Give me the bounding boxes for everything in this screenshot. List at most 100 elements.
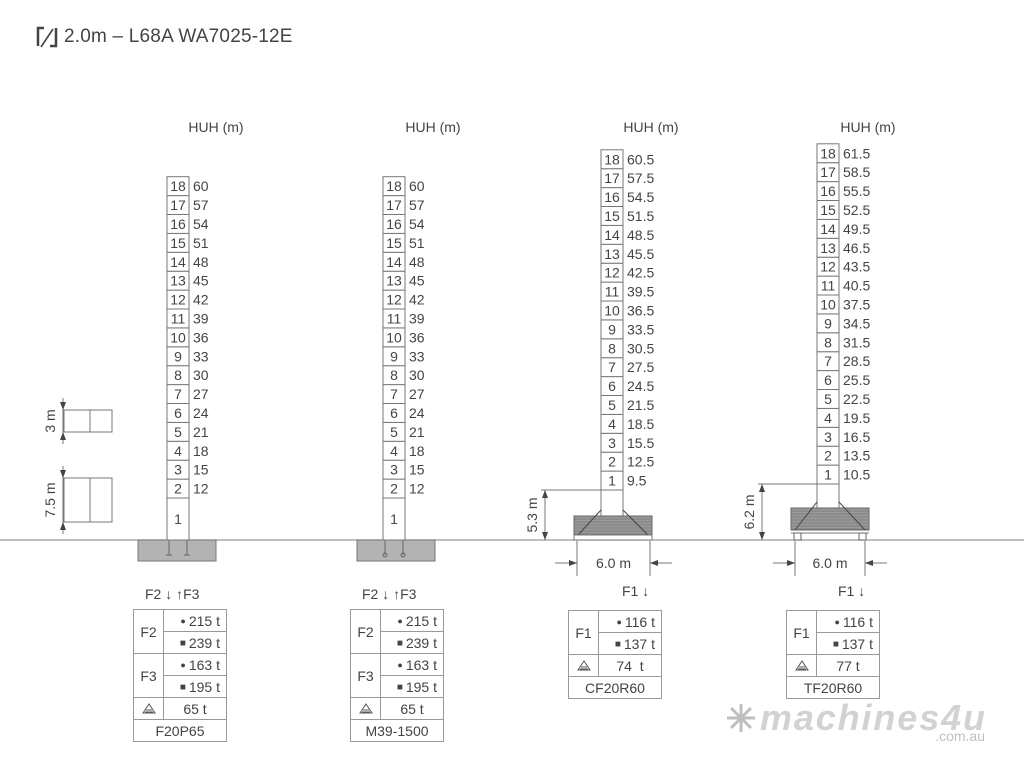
- hook-height: 48.5: [627, 227, 654, 243]
- hook-height: 10.5: [843, 467, 870, 483]
- section-number: 16: [170, 216, 186, 232]
- square-marker-icon: ■: [396, 681, 403, 693]
- section-number: 3: [608, 435, 616, 451]
- section-number: 14: [604, 227, 620, 243]
- weight-value-text: 65 t: [400, 700, 424, 717]
- section-box: [816, 143, 840, 164]
- hook-height: 24: [409, 405, 425, 421]
- force-label: F2: [362, 586, 379, 602]
- hook-height: 18: [193, 443, 209, 459]
- diagonal-strut: [794, 501, 818, 531]
- mast-section: 14 48.5: [600, 224, 654, 245]
- section-number: 13: [820, 240, 836, 256]
- foundation-name: TF20R60: [786, 676, 880, 699]
- foundation-name-text: M39-1500: [365, 722, 429, 739]
- hook-height: 54: [193, 216, 209, 232]
- table-row: ■239 t: [134, 631, 227, 654]
- hook-height: 12: [193, 481, 209, 497]
- section-number: 8: [390, 367, 398, 383]
- arrow-up-icon: ↑: [176, 586, 184, 602]
- section-number: 11: [821, 278, 836, 294]
- section-number: 12: [170, 292, 186, 308]
- section-number: 12: [604, 265, 620, 281]
- section-number: 8: [174, 367, 182, 383]
- machines4u-watermark: machines4u.com.au: [727, 697, 985, 744]
- weight-value: 77 t: [816, 654, 880, 677]
- dimension-label: 3 m: [42, 409, 58, 432]
- force-value: ●116 t: [816, 610, 880, 633]
- section-number: 15: [386, 235, 402, 251]
- boom-angle-icon: [36, 26, 58, 48]
- hook-height: 9.5: [627, 473, 647, 489]
- section-number: 13: [386, 273, 402, 289]
- huh-label: HUH (m): [623, 119, 678, 135]
- hook-height: 12.5: [627, 454, 654, 470]
- section-number: 14: [386, 254, 402, 270]
- hook-height: 31.5: [843, 334, 870, 350]
- table-row: M39-1500: [350, 719, 444, 742]
- force-value: ■137 t: [816, 632, 880, 655]
- force-value-text: 239 t: [405, 634, 437, 651]
- force-value: ●116 t: [598, 610, 662, 633]
- section-number: 13: [604, 246, 620, 262]
- arrow-icon: [787, 560, 795, 566]
- section-number: 15: [170, 235, 186, 251]
- section-number: 9: [390, 348, 398, 364]
- hook-height: 27: [193, 386, 209, 402]
- wheel-bogie: [858, 532, 867, 541]
- hook-height: 45: [409, 273, 425, 289]
- section-number: 16: [386, 216, 402, 232]
- force-value-text: 163 t: [405, 656, 437, 673]
- table-row: F1●116 t: [568, 610, 662, 655]
- table-row: CF20R60: [568, 676, 662, 699]
- foundation-block: [137, 539, 217, 562]
- section-number: 13: [170, 273, 186, 289]
- section-number: 9: [174, 348, 182, 364]
- force-name-text: F2: [357, 623, 374, 640]
- weight-icon-cell: [568, 654, 599, 677]
- hook-height: 60.5: [627, 151, 654, 167]
- hook-height: 58.5: [843, 164, 870, 180]
- mast-section: 17 58.5: [816, 162, 870, 183]
- circle-marker-icon: ●: [834, 616, 840, 627]
- hook-height: 15: [409, 462, 425, 478]
- section-number: 5: [608, 397, 616, 413]
- force-value-text: 116 t: [842, 613, 873, 630]
- section-box: [382, 176, 406, 197]
- hook-height: 51: [409, 235, 425, 251]
- hook-height: 12: [409, 481, 425, 497]
- hook-height: 57: [409, 197, 425, 213]
- circle-marker-icon: ●: [616, 616, 622, 627]
- section-number: 17: [820, 164, 836, 180]
- weight-value-text: 77 t: [836, 657, 860, 674]
- force-value: ●163 t: [380, 653, 444, 676]
- section-number: 16: [820, 183, 836, 199]
- circle-marker-icon: ●: [180, 659, 186, 670]
- foundation-name: M39-1500: [350, 719, 444, 742]
